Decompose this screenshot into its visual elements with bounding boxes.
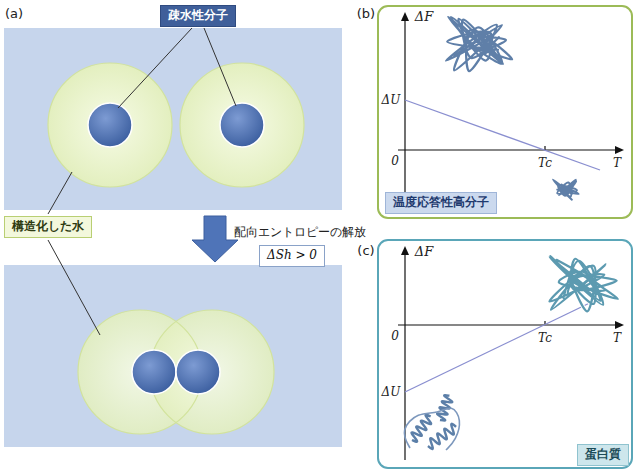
leader-line: [48, 28, 236, 335]
axis: [398, 246, 624, 460]
coil-halo: [549, 256, 617, 311]
node-text: 温度応答性高分子: [393, 195, 489, 211]
coil-strand: [446, 17, 512, 71]
axis-label: ΔF: [413, 9, 435, 24]
solution-band: [4, 28, 342, 210]
panel-label: (c): [355, 243, 376, 258]
coil-strand: [549, 256, 617, 311]
axis-label: Tc: [536, 156, 554, 170]
axis-label: Tc: [536, 331, 554, 345]
panel-caption-box: 蛋白質: [577, 444, 629, 466]
panel-label: (a): [3, 6, 25, 21]
loop: [404, 408, 459, 450]
axis-label: 0: [389, 154, 401, 168]
coil-halo: [553, 179, 579, 199]
hydration-shell: [48, 63, 304, 187]
free-energy-line: [405, 298, 600, 392]
panel-label: (b): [355, 6, 377, 21]
panel-label: 配向エントロピーの解放: [232, 224, 368, 241]
water-label-box: 構造化した水: [4, 216, 92, 238]
axis-label: ΔU: [380, 93, 403, 107]
process-arrow: [192, 216, 238, 262]
hydration-shell: [78, 310, 274, 434]
coil-halo: [446, 17, 512, 71]
hydrophobic-molecule: [88, 103, 264, 147]
axis-label: T: [611, 156, 623, 170]
helix: [412, 415, 432, 442]
node-text: 構造化した水: [12, 219, 84, 235]
panel-frame: [378, 6, 632, 218]
axis-label: ΔF: [413, 244, 435, 259]
panel-frame: [378, 240, 632, 468]
helix: [428, 424, 456, 449]
node-text: ΔSh > 0: [267, 248, 317, 264]
axis-label: ΔU: [380, 385, 403, 399]
polymer-coil: [549, 256, 617, 311]
axis-label: T: [611, 331, 623, 345]
solution-band: [4, 265, 342, 447]
folded-protein: [404, 395, 459, 450]
free-energy-line: [405, 100, 600, 170]
node-text: 蛋白質: [585, 447, 621, 463]
node-text: 疎水性分子: [168, 8, 228, 24]
axis: [398, 12, 624, 210]
molecule-label-box: 疎水性分子: [160, 5, 236, 27]
axis-label: 0: [389, 329, 401, 343]
polymer-coil: [446, 17, 512, 71]
polymer-globule: [553, 179, 579, 199]
entropy-box: ΔSh > 0: [259, 245, 325, 267]
hydrophobic-molecule: [132, 350, 220, 394]
coil-strand: [553, 179, 579, 199]
panel-caption-box: 温度応答性高分子: [385, 192, 497, 214]
